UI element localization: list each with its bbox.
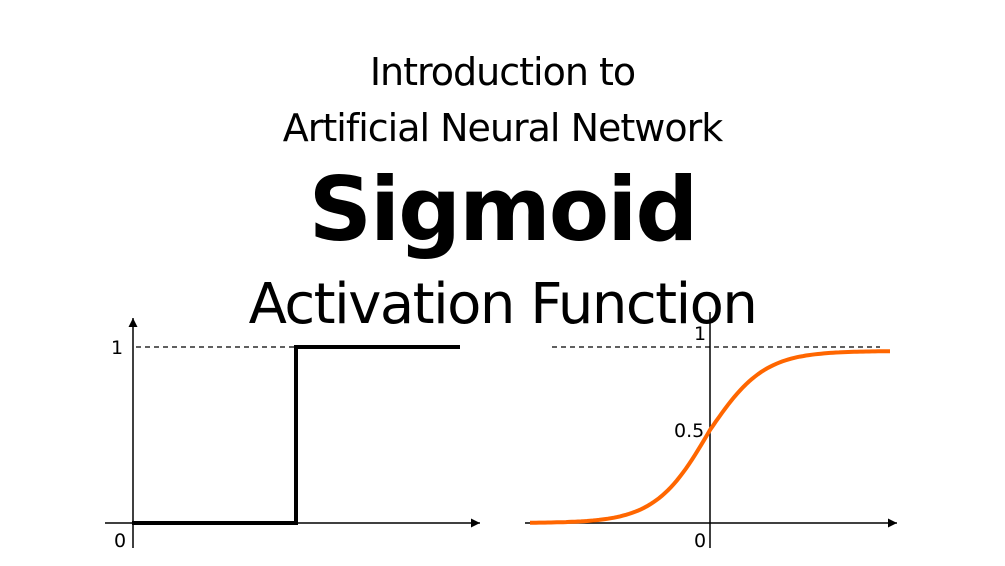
y-tick-0: 0 [694,530,706,552]
y-tick-0-5: 0.5 [674,420,704,442]
title-line-1: Introduction to [369,50,636,94]
subtitle: Activation Function [248,272,758,337]
sigmoid-chart: 1 0.5 0 [525,312,897,552]
step-chart: 1 0 [105,318,480,552]
sigmoid-function-line [530,349,890,525]
y-tick-1: 1 [111,337,123,359]
y-tick-1: 1 [694,323,706,345]
y-tick-0: 0 [114,530,126,552]
main-title: Sigmoid [308,158,699,261]
title-line-2: Artificial Neural Network [282,106,723,150]
step-function-line [132,345,460,525]
